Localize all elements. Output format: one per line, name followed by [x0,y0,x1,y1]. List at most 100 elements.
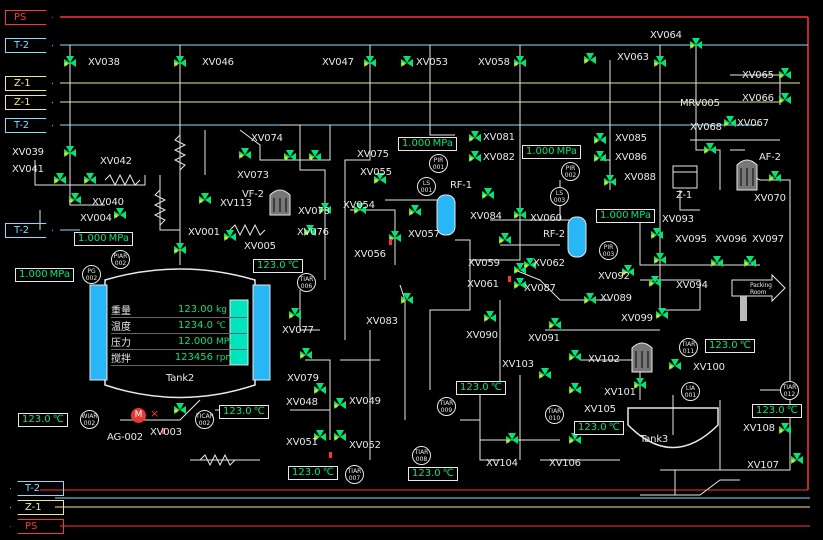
valve-icon[interactable] [469,151,481,162]
valve-icon[interactable] [482,188,494,199]
valve-icon[interactable] [514,208,526,219]
valve-label: XV075 [357,149,389,160]
valve-layer [54,38,803,464]
valve-icon[interactable] [401,56,413,67]
valve-label: XV090 [466,330,498,341]
valve-icon[interactable] [649,276,661,287]
valve-icon[interactable] [539,368,551,379]
instrument-id: 007 [348,475,361,482]
valve-icon[interactable] [690,38,702,49]
valve-icon[interactable] [499,233,511,244]
valve-icon[interactable] [654,253,666,264]
instrument-id: 002 [564,172,577,179]
valve-icon[interactable] [289,308,301,319]
reading-value: 1.000 [526,146,555,157]
valve-icon[interactable] [779,68,791,79]
valve-icon[interactable] [711,256,723,267]
valve-icon[interactable] [594,133,606,144]
valve-icon[interactable] [584,293,596,304]
valve-icon[interactable] [224,230,236,241]
agitator-motor-icon[interactable]: M [131,408,146,423]
valve-icon[interactable] [364,56,376,67]
valve-icon[interactable] [744,256,756,267]
valve-icon[interactable] [549,318,561,329]
valve-icon[interactable] [506,433,518,444]
reading-value: 123.0 [223,406,252,417]
valve-icon[interactable] [769,171,781,182]
valve-label: XV068 [690,122,722,133]
valve-icon[interactable] [469,131,481,142]
valve-icon[interactable] [314,383,326,394]
valve-label: XV085 [615,133,647,144]
valve-icon[interactable] [174,243,186,254]
valve-icon[interactable] [514,278,526,289]
valve-icon[interactable] [569,383,581,394]
valve-icon[interactable] [239,148,251,159]
valve-icon[interactable] [604,175,616,186]
valve-icon[interactable] [622,265,634,276]
valve-icon[interactable] [654,56,666,67]
valve-icon[interactable] [584,53,596,64]
valve-icon[interactable] [69,193,81,204]
valve-icon[interactable] [634,378,646,389]
valve-icon[interactable] [199,193,211,204]
valve-icon[interactable] [354,203,366,214]
valve-label: XV089 [600,293,632,304]
valve-icon[interactable] [54,173,66,184]
valve-icon[interactable] [514,56,526,67]
valve-icon[interactable] [651,228,663,239]
valve-icon[interactable] [656,308,668,319]
valve-icon[interactable] [594,151,606,162]
valve-icon[interactable] [174,56,186,67]
valve-icon[interactable] [300,348,312,359]
valve-icon[interactable] [779,423,791,434]
valve-icon[interactable] [114,208,126,219]
valve-label: XV084 [470,211,502,222]
valve-icon[interactable] [319,203,331,214]
valve-icon[interactable] [401,293,413,304]
valve-icon[interactable] [334,430,346,441]
valve-icon[interactable] [334,398,346,409]
valve-icon[interactable] [174,403,186,414]
valve-icon[interactable] [284,150,296,161]
valve-icon[interactable] [569,350,581,361]
motor-fault-icon: × [150,407,160,420]
valve-icon[interactable] [524,258,536,269]
valve-icon[interactable] [64,56,76,67]
valve-icon[interactable] [309,150,321,161]
valve-icon[interactable] [64,146,76,157]
valve-icon[interactable] [304,225,316,236]
valve-icon[interactable] [374,173,386,184]
valve-icon[interactable] [704,143,716,154]
valve-icon[interactable] [484,311,496,322]
valve-icon[interactable] [409,205,421,216]
valve-icon[interactable] [314,430,326,441]
valve-icon[interactable] [84,173,96,184]
valve-icon[interactable] [669,359,681,370]
rf2-label: RF-2 [543,229,565,240]
bus-tag-t2-3: T-2 [5,223,53,238]
reading-unit: MPa [108,233,129,244]
valve-icon[interactable] [791,453,803,464]
valve-icon[interactable] [724,116,736,127]
valve-icon[interactable] [779,93,791,104]
